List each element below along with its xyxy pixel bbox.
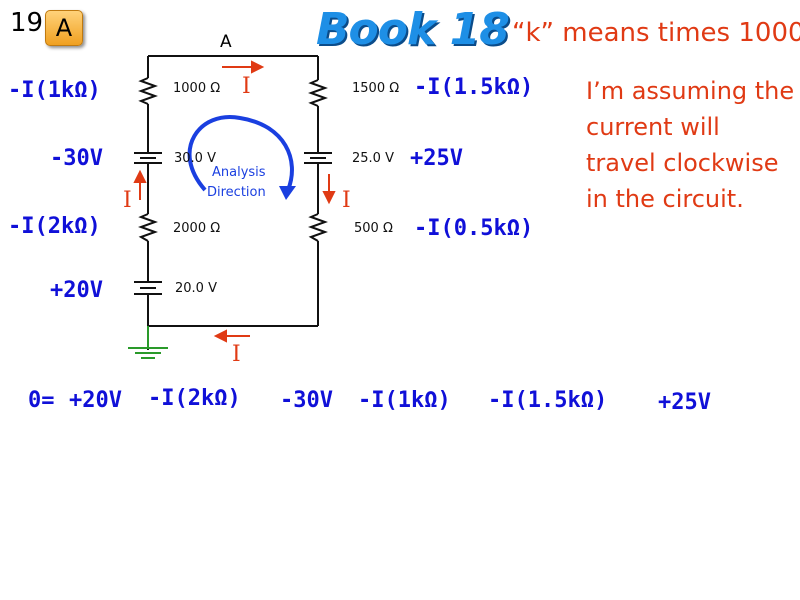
battery-25v: [304, 152, 332, 164]
resistor-1500-label: 1500 Ω: [352, 81, 400, 96]
annotation-plus-25v: +25V: [410, 146, 463, 171]
analysis-direction-arrow: [187, 114, 294, 192]
resistor-1000: [138, 77, 158, 105]
current-label-left: I: [123, 188, 132, 213]
battery-20v: [134, 281, 162, 295]
ground-symbol: [128, 326, 168, 359]
equation-term-i-2k: -I(2kΩ): [148, 386, 241, 411]
assumption-line-2: current will: [586, 113, 720, 141]
annotation-i-2k: -I(2kΩ): [8, 214, 101, 239]
k-note: “k” means times 1000: [512, 18, 800, 48]
resistor-2000: [138, 213, 158, 242]
annotation-i-0-5k: -I(0.5kΩ): [414, 216, 534, 241]
resistor-1500: [308, 79, 328, 107]
badge-letter: A: [55, 14, 73, 42]
current-label-right: I: [342, 188, 351, 213]
resistor-2000-label: 2000 Ω: [173, 221, 221, 236]
battery-30v-label: 30.0 V: [174, 151, 216, 166]
battery-25v-label: 25.0 V: [352, 151, 394, 166]
equation-term-i-1-5k: -I(1.5kΩ): [488, 388, 608, 413]
analysis-arrowhead: [279, 186, 296, 200]
node-label: A: [220, 32, 232, 52]
assumption-line-1: I’m assuming the: [586, 77, 795, 105]
equation-term-i-1k: -I(1kΩ): [358, 388, 451, 413]
equation-term-20v: +20V: [69, 388, 122, 413]
section-badge: A: [45, 10, 83, 46]
battery-20v-label: 20.0 V: [175, 281, 217, 296]
analysis-label-1: Analysis: [212, 165, 266, 180]
slide-number: 19: [10, 8, 44, 38]
current-label-bottom: I: [232, 342, 241, 367]
analysis-label-2: Direction: [207, 185, 266, 200]
annotation-i-1k: -I(1kΩ): [8, 78, 101, 103]
annotation-i-1-5k: -I(1.5kΩ): [414, 75, 534, 100]
current-label-top: I: [242, 74, 251, 99]
equation-term-30v: -30V: [280, 388, 333, 413]
battery-30v: [134, 152, 162, 164]
equation-term-25v: +25V: [658, 390, 711, 415]
annotation-plus-20v: +20V: [50, 278, 103, 303]
assumption-line-3: travel clockwise: [586, 149, 779, 177]
resistor-500: [308, 213, 328, 242]
resistor-1000-label: 1000 Ω: [173, 81, 221, 96]
book-title: Book 18: [316, 4, 510, 55]
assumption-line-4: in the circuit.: [586, 185, 744, 213]
equation-term-0: 0=: [28, 388, 55, 413]
annotation-minus-30v: -30V: [50, 146, 103, 171]
resistor-500-label: 500 Ω: [354, 221, 393, 236]
